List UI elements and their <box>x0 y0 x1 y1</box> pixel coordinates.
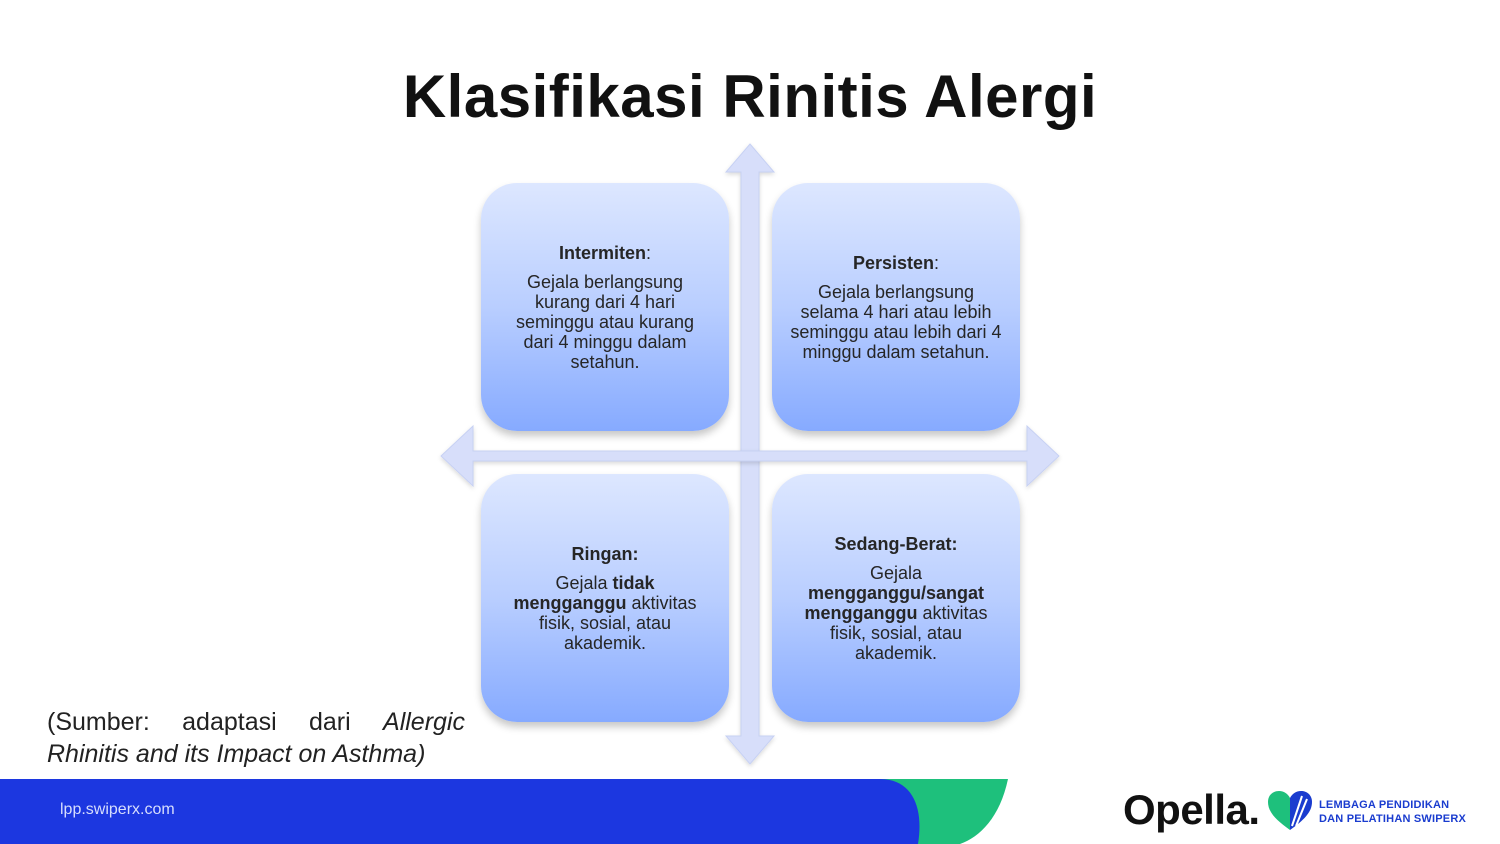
heart-logo-icon <box>1268 791 1312 830</box>
quadrant-heading: Sedang-Berat: <box>834 533 958 554</box>
quadrant-mild: Ringan: Gejala tidak mengganggu aktivita… <box>481 474 729 722</box>
quadrant-heading: Persisten <box>852 252 935 273</box>
quadrant-heading: Ringan: <box>571 543 639 564</box>
footer-blue-band <box>0 779 920 844</box>
institution-logo-text: LEMBAGA PENDIDIKAN DAN PELATIHAN SWIPERX <box>1319 799 1467 825</box>
footer-url[interactable]: lpp.swiperx.com <box>60 801 175 818</box>
quadrant-heading: Intermiten <box>558 242 646 263</box>
quadrant-moderate-severe: Sedang-Berat: Gejala mengganggu/sangat m… <box>772 474 1020 722</box>
quadrant-persistent: Persisten: Gejala berlangsung selama 4 h… <box>772 183 1020 431</box>
quadrant-intermittent: Intermiten: Gejala berlangsung kurang da… <box>481 183 729 431</box>
quadrant-description: Gejala tidak mengganggu aktivitas fisik,… <box>513 572 697 653</box>
quadrant-description: Gejala berlangsung selama 4 hari atau le… <box>790 281 1002 362</box>
slide-title: Klasifikasi Rinitis Alergi <box>402 63 1098 130</box>
source-citation: (Sumber: adaptasi dari Allergic Rhinitis… <box>47 708 465 768</box>
footer-bar <box>0 779 1008 844</box>
opella-logo: Opella. <box>1123 786 1260 833</box>
quadrant-description: Gejala mengganggu/sangat mengganggu akti… <box>804 562 988 663</box>
horizontal-axis-arrow <box>440 424 1060 488</box>
quadrant-description: Gejala berlangsung kurang dari 4 hari se… <box>515 271 695 372</box>
